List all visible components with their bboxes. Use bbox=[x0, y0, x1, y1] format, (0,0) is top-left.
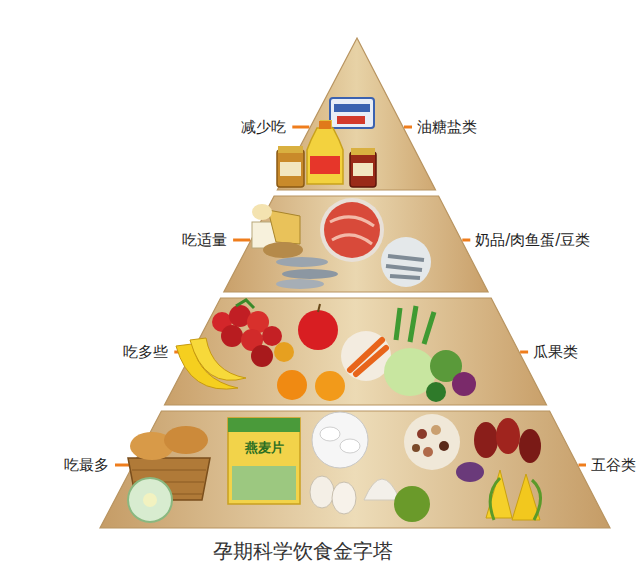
leader-line bbox=[520, 351, 528, 354]
food-group-label: 油糖盐类 bbox=[417, 117, 477, 137]
leader-line bbox=[292, 126, 309, 129]
amount-label: 吃适量 bbox=[182, 230, 227, 250]
leader-line bbox=[404, 126, 412, 129]
amount-label: 吃最多 bbox=[64, 455, 109, 475]
food-group-label: 五谷类 bbox=[591, 455, 636, 475]
pyramid-band: 吃适量 奶品/肉鱼蛋/豆类 bbox=[0, 196, 640, 292]
amount-label: 吃多些 bbox=[123, 342, 168, 362]
leader-line bbox=[233, 239, 250, 242]
pyramid-band: 吃多些 瓜果类 bbox=[0, 298, 640, 405]
pyramid-band: 减少吃 油糖盐类 bbox=[0, 38, 640, 190]
leader-line bbox=[174, 351, 191, 354]
amount-label: 减少吃 bbox=[241, 117, 286, 137]
leader-line bbox=[579, 464, 587, 467]
food-group-label: 瓜果类 bbox=[533, 342, 578, 362]
band-fill bbox=[165, 298, 547, 405]
leader-line bbox=[462, 239, 470, 242]
band-fill bbox=[224, 196, 488, 292]
band-fill bbox=[277, 38, 435, 190]
caption: 孕期科学饮食金字塔 bbox=[213, 538, 393, 564]
food-group-label: 奶品/肉鱼蛋/豆类 bbox=[475, 230, 590, 250]
leader-line bbox=[115, 464, 132, 467]
band-shape bbox=[0, 38, 640, 190]
package-text: 燕麦片 bbox=[245, 440, 284, 456]
pyramid-band: 吃最多 五谷类 bbox=[0, 411, 640, 528]
band-fill bbox=[100, 411, 610, 528]
